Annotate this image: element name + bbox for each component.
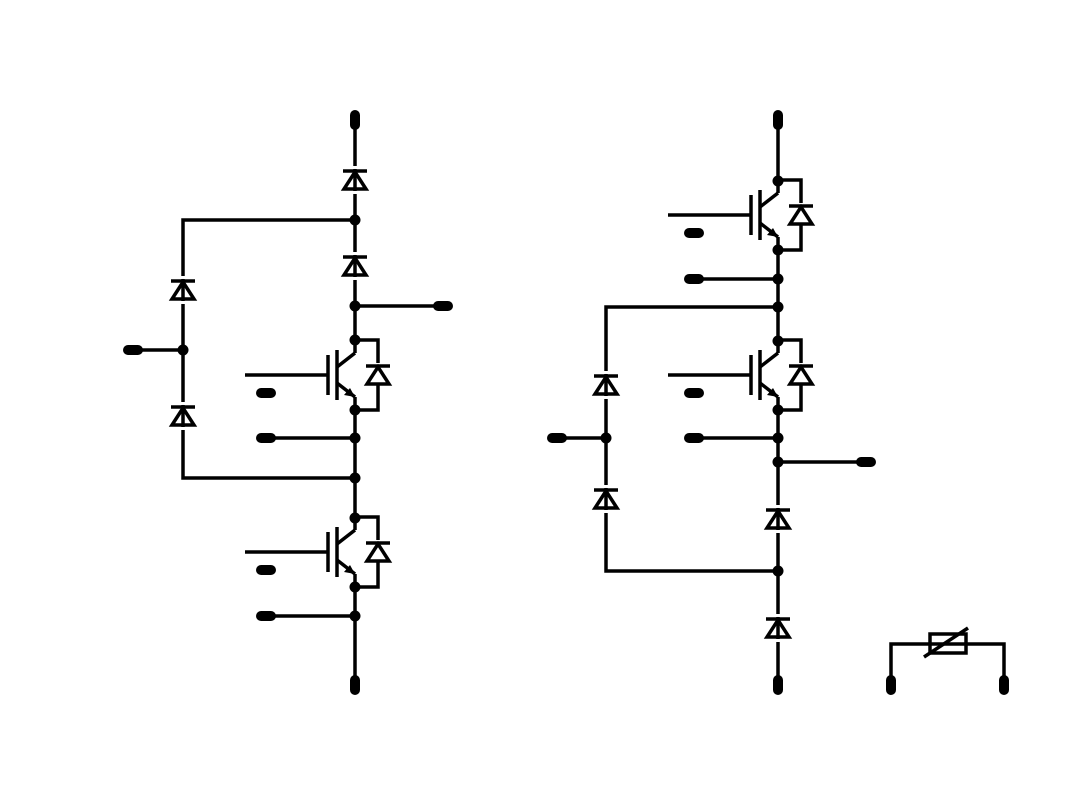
thermistor-diagonal xyxy=(923,626,969,659)
left-igbt-2 xyxy=(245,515,393,589)
right-igbt-1 xyxy=(668,178,816,252)
left-circuit xyxy=(123,110,453,695)
right-igbt-2 xyxy=(668,338,816,412)
ntc-thermistor xyxy=(886,626,1009,695)
left-igbt-1 xyxy=(245,338,393,412)
right-circuit xyxy=(547,110,876,695)
